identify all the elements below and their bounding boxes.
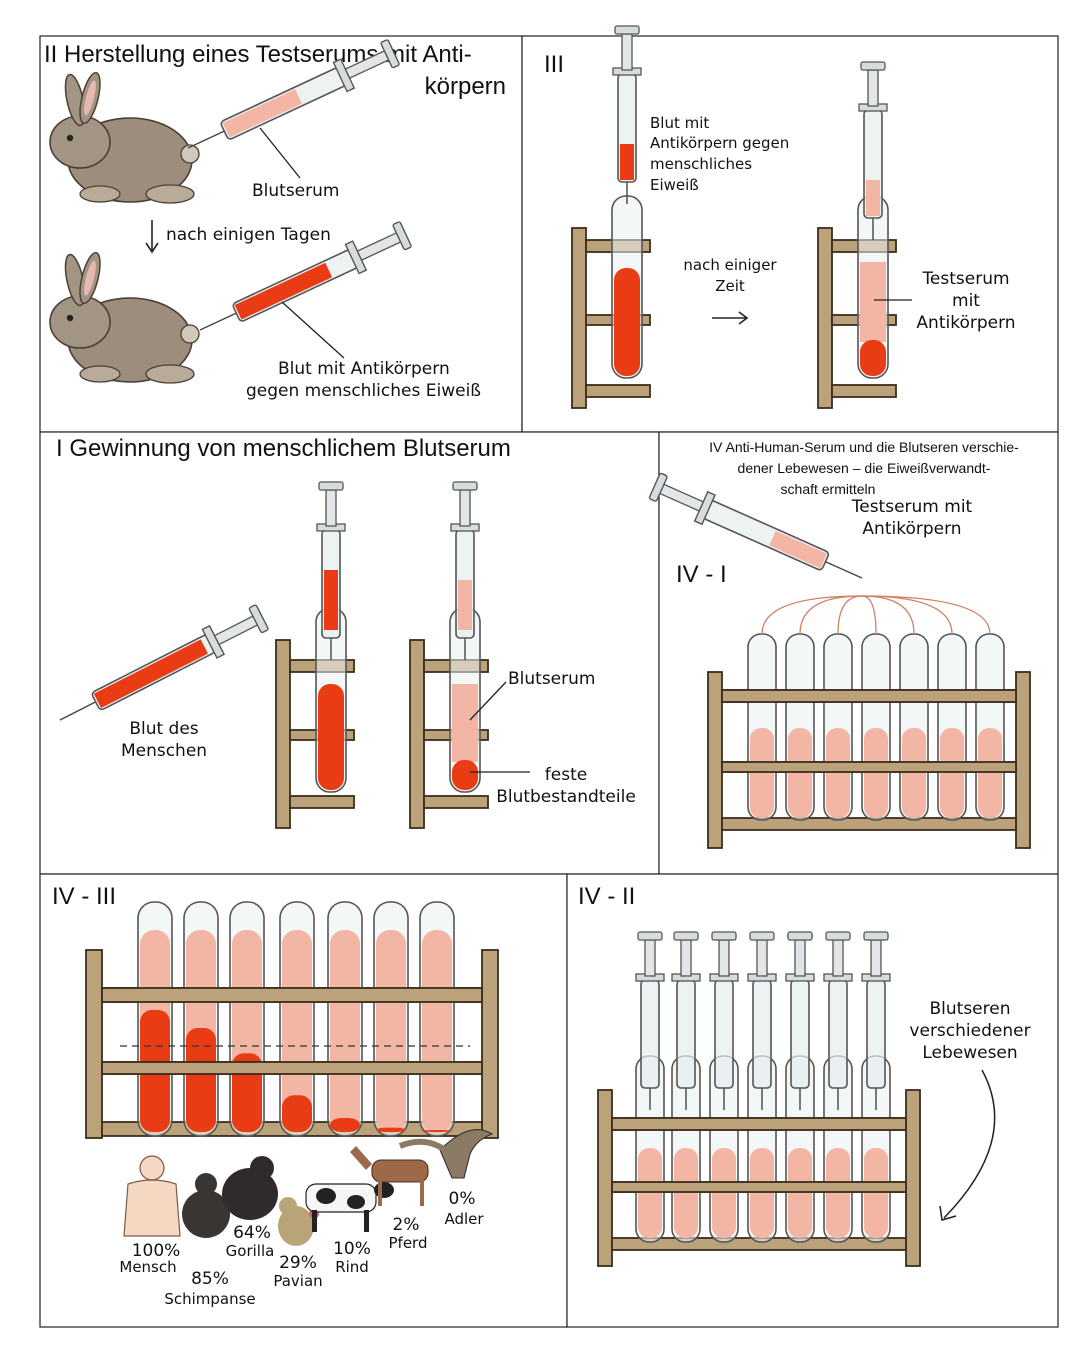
tube-IV-II-1 <box>635 931 665 1243</box>
tube-IV-III-schimpanse <box>183 901 219 1137</box>
syringe-IV-I <box>647 470 870 594</box>
syringe-III-blood <box>612 25 642 205</box>
tube-IV-II-2 <box>671 931 701 1243</box>
tube-IV-I-1 <box>747 595 863 821</box>
panel-IV-I-title: IV - I <box>676 561 727 588</box>
syringe-I-blood <box>316 481 346 661</box>
panel-III-test-1: Testserum <box>921 269 1009 289</box>
species-pavian: Pavian <box>273 1272 322 1290</box>
panel-I-solid-1: feste <box>545 765 587 785</box>
panel-IV-II-label-1: Blutseren <box>930 999 1011 1019</box>
panel-IV-heading-2: dener Lebewesen – die Eiweißverwandt- <box>738 460 991 476</box>
tube-IV-I-7 <box>861 595 1005 821</box>
percent-pferd: 2% <box>393 1215 420 1235</box>
panel-II-label-blood-2: gegen menschliches Eiweiß <box>246 381 481 401</box>
panel-II-label-blood-1: Blut mit Antikörpern <box>278 359 450 379</box>
panel-II-title-line1: II Herstellung eines Testserums mit Anti… <box>44 41 472 68</box>
rack-IV-I <box>707 595 1031 849</box>
panel-III-blood-4: Eiweiß <box>650 176 699 194</box>
syringe-I-serum <box>450 481 480 661</box>
percent-pavian: 29% <box>279 1253 317 1273</box>
panel-III-blood-2: Antikörpern gegen <box>650 134 789 152</box>
panel-II-label-serum: Blutserum <box>252 181 339 201</box>
panel-II-title-line2: körpern <box>425 73 506 100</box>
down-arrow-icon <box>145 220 159 254</box>
cow-figure <box>305 1182 394 1232</box>
tube-IV-III-pavian <box>279 901 315 1137</box>
species-schimpanse: Schimpanse <box>164 1290 255 1308</box>
tube-IV-III-gorilla <box>229 901 265 1137</box>
tube-IV-II-5 <box>785 931 815 1243</box>
horse-figure <box>350 1146 429 1206</box>
tube-IV-III-mensch <box>137 901 173 1137</box>
human-figure <box>123 1155 181 1237</box>
tube-IV-II-6 <box>823 931 853 1243</box>
panel-IV-III-title: IV - III <box>52 883 116 910</box>
similarity-labels: 100%Mensch 85%Schimpanse 64%Gorilla29%Pavi… <box>119 1189 484 1308</box>
species-rind: Rind <box>335 1258 369 1276</box>
panel-III-time-2: Zeit <box>715 277 745 295</box>
percent-gorilla: 64% <box>233 1223 271 1243</box>
panel-IV-I-label-2: Antikörpern <box>862 519 961 539</box>
panel-III-test-3: Antikörpern <box>916 313 1015 333</box>
tube-IV-II-4 <box>747 931 777 1243</box>
rack-I-left <box>275 607 355 829</box>
tube-IV-I-4 <box>861 595 891 821</box>
syringe-serum-illustration <box>180 36 402 164</box>
eagle-figure <box>398 1129 494 1179</box>
panel-III-title: III <box>544 51 564 78</box>
rack-III-right <box>817 195 897 409</box>
panel-III-test-2: mit <box>952 291 980 311</box>
panel-IV-heading-3: schaft ermitteln <box>781 481 876 497</box>
tube-IV-I-3 <box>823 595 863 821</box>
panel-III-blood-1: Blut mit <box>650 114 709 132</box>
gorilla-figure <box>222 1156 278 1220</box>
rack-IV-II <box>597 931 921 1267</box>
panel-IV-II-label-2: verschiedener <box>909 1021 1030 1041</box>
tube-IV-III-adler <box>419 901 455 1137</box>
panel-III-time-1: nach einiger <box>683 256 777 274</box>
tube-IV-III-rind <box>327 901 363 1137</box>
syringe-III-serum <box>858 61 888 241</box>
curved-arrow-icon <box>943 1069 996 1219</box>
panel-III-frame <box>521 35 1059 433</box>
tube-IV-I-6 <box>861 595 967 821</box>
tube-IV-III-pferd <box>373 901 409 1137</box>
rack-IV-III <box>85 901 499 1139</box>
percent-adler: 0% <box>449 1189 476 1209</box>
panel-IV-I-label-1: Testserum mit <box>851 497 973 517</box>
rack-I-right <box>409 607 489 829</box>
species-mensch: Mensch <box>119 1258 176 1276</box>
panel-IV-II-title: IV - II <box>578 883 635 910</box>
syringe-human-blood <box>51 601 271 736</box>
syringe-blood-illustration <box>192 218 414 346</box>
panel-II-label-days: nach einigen Tagen <box>166 225 331 245</box>
species-gorilla: Gorilla <box>226 1242 275 1260</box>
panel-I-title: I Gewinnung von menschlichem Blutserum <box>56 435 511 462</box>
panel-IV-II-label-3: Lebewesen <box>922 1043 1017 1063</box>
right-arrow-icon <box>712 311 749 325</box>
tube-IV-I-2 <box>785 595 863 821</box>
panel-I-blood-2: Menschen <box>121 741 207 761</box>
percent-rind: 10% <box>333 1239 371 1259</box>
percent-schimpanse: 85% <box>191 1269 229 1289</box>
tube-IV-II-3 <box>709 931 739 1243</box>
panel-IV-heading-1: IV Anti-Human-Serum und die Blutseren ve… <box>709 439 1019 455</box>
panel-I-solid-2: Blutbestandteile <box>496 787 636 807</box>
panel-III-blood-3: menschliches <box>650 155 752 173</box>
species-adler: Adler <box>444 1210 484 1228</box>
tube-IV-I-5 <box>861 595 929 821</box>
species-pferd: Pferd <box>389 1234 428 1252</box>
panel-I-label-serum: Blutserum <box>508 669 595 689</box>
panel-I-blood-1: Blut des <box>129 719 198 739</box>
percent-mensch: 100% <box>132 1241 181 1261</box>
tube-IV-II-7 <box>861 931 891 1243</box>
chimpanzee-figure <box>182 1173 230 1238</box>
